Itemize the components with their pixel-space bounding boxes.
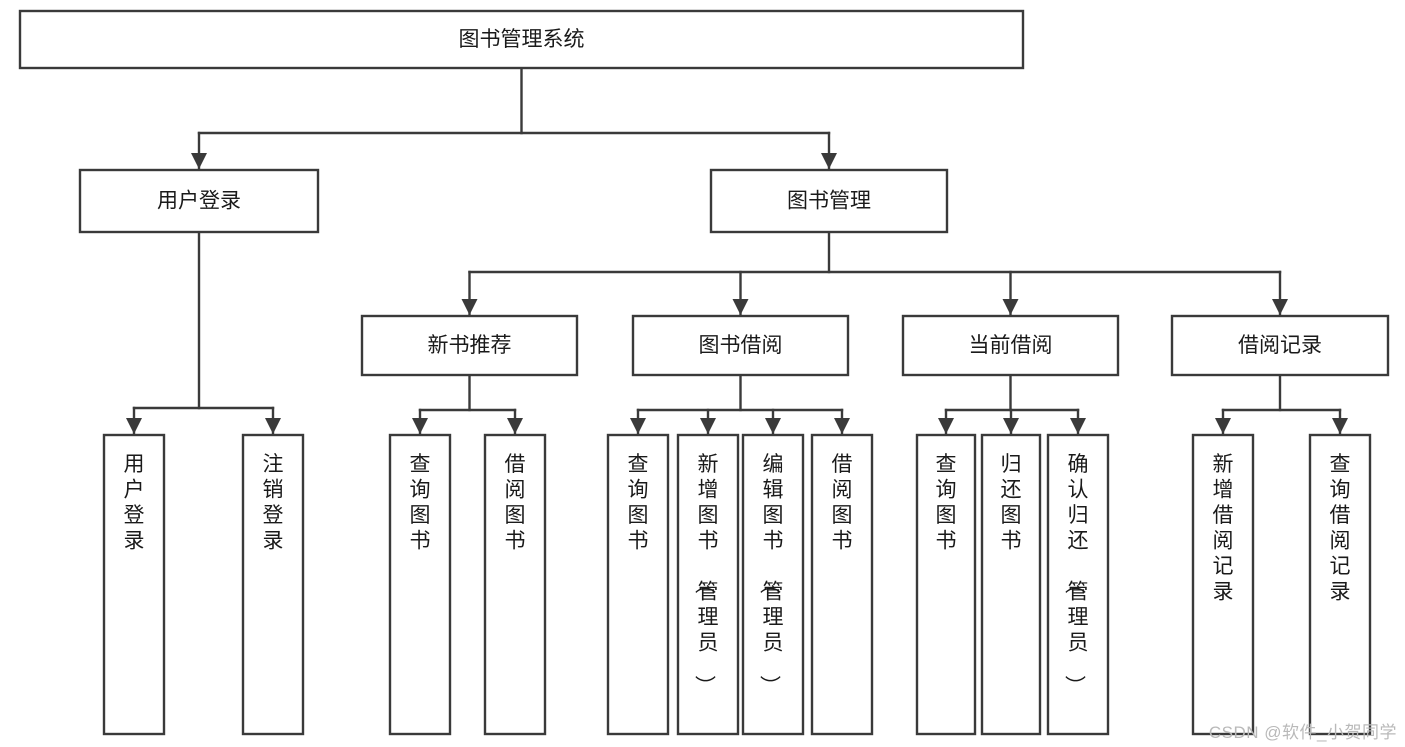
node-box [1308, 433, 1372, 736]
node-label: 注销登录 [263, 453, 284, 553]
node-box [709, 168, 949, 234]
node-level3-3[interactable]: 借阅记录 [1170, 314, 1390, 377]
node-box [1046, 433, 1110, 736]
node-leaf-8[interactable]: 查询图书 [915, 433, 977, 736]
node-box [360, 314, 579, 377]
arrow-head-icon [461, 299, 478, 315]
node-leaf-7[interactable]: 借阅图书 [810, 433, 874, 736]
connector-layer [126, 66, 1348, 435]
arrow-head-icon [630, 418, 646, 434]
node-label: 用户登录 [157, 190, 241, 213]
node-label: 查询图书 [628, 453, 649, 553]
arrow-head-icon [126, 418, 142, 434]
arrow-head-icon [1215, 418, 1231, 434]
node-box [18, 9, 1025, 70]
node-leaf-12[interactable]: 查询借阅记录 [1308, 433, 1372, 736]
node-label: 新增借阅记录 [1213, 453, 1234, 604]
node-label: 新书推荐 [428, 334, 512, 357]
node-box [915, 433, 977, 736]
node-box [102, 433, 166, 736]
arrow-head-icon [412, 418, 428, 434]
node-label: 查询图书 [936, 453, 957, 553]
node-leaf-5[interactable]: 新增图书（管理员） [676, 433, 740, 736]
arrow-head-icon [1332, 418, 1348, 434]
node-label: 编辑图书（管理员） [758, 453, 784, 696]
node-level3-2[interactable]: 当前借阅 [901, 314, 1120, 377]
node-label: 当前借阅 [969, 334, 1053, 357]
node-box [388, 433, 452, 736]
arrow-head-icon [1070, 418, 1086, 434]
node-box [483, 433, 547, 736]
node-box [741, 433, 805, 736]
node-level3-1[interactable]: 图书借阅 [631, 314, 850, 377]
node-label: 图书借阅 [699, 334, 783, 357]
node-leaf-4[interactable]: 查询图书 [606, 433, 670, 736]
arrow-head-icon [265, 418, 281, 434]
node-level2-0[interactable]: 用户登录 [78, 168, 320, 234]
node-label: 借阅记录 [1238, 334, 1322, 357]
node-box [1191, 433, 1255, 736]
node-leaf-9[interactable]: 归还图书 [980, 433, 1042, 736]
node-label: 图书管理系统 [459, 28, 585, 51]
node-box [606, 433, 670, 736]
arrow-head-icon [732, 299, 749, 315]
arrow-head-icon [191, 153, 207, 169]
arrow-head-icon [938, 418, 954, 434]
node-label: 图书管理 [787, 190, 871, 213]
node-leaf-11[interactable]: 新增借阅记录 [1191, 433, 1255, 736]
node-label: 查询图书 [410, 453, 431, 553]
node-box [241, 433, 305, 736]
arrow-head-icon [821, 153, 837, 169]
arrow-head-icon [1272, 299, 1288, 315]
node-label: 新增图书（管理员） [693, 453, 719, 696]
node-leaf-2[interactable]: 查询图书 [388, 433, 452, 736]
node-layer: 图书管理系统用户登录图书管理新书推荐图书借阅当前借阅借阅记录用户登录注销登录查询… [18, 9, 1390, 736]
node-leaf-3[interactable]: 借阅图书 [483, 433, 547, 736]
node-label: 确认归还（管理员） [1063, 453, 1089, 696]
arrow-head-icon [1002, 299, 1019, 315]
node-label: 查询借阅记录 [1330, 453, 1351, 604]
node-level3-0[interactable]: 新书推荐 [360, 314, 579, 377]
node-leaf-10[interactable]: 确认归还（管理员） [1046, 433, 1110, 736]
arrow-head-icon [834, 418, 850, 434]
arrow-head-icon [700, 418, 716, 434]
node-box [810, 433, 874, 736]
node-label: 归还图书 [1001, 453, 1022, 553]
node-label: 借阅图书 [832, 453, 853, 553]
node-box [980, 433, 1042, 736]
node-root-0[interactable]: 图书管理系统 [18, 9, 1025, 70]
node-box [676, 433, 740, 736]
arrow-head-icon [1003, 418, 1019, 434]
node-level2-1[interactable]: 图书管理 [709, 168, 949, 234]
node-label: 借阅图书 [505, 453, 526, 553]
node-leaf-0[interactable]: 用户登录 [102, 433, 166, 736]
node-leaf-6[interactable]: 编辑图书（管理员） [741, 433, 805, 736]
node-box [1170, 314, 1390, 377]
node-label: 用户登录 [124, 453, 145, 553]
node-box [78, 168, 320, 234]
node-leaf-1[interactable]: 注销登录 [241, 433, 305, 736]
node-box [631, 314, 850, 377]
node-box [901, 314, 1120, 377]
arrow-head-icon [765, 418, 781, 434]
arrow-head-icon [507, 418, 523, 434]
